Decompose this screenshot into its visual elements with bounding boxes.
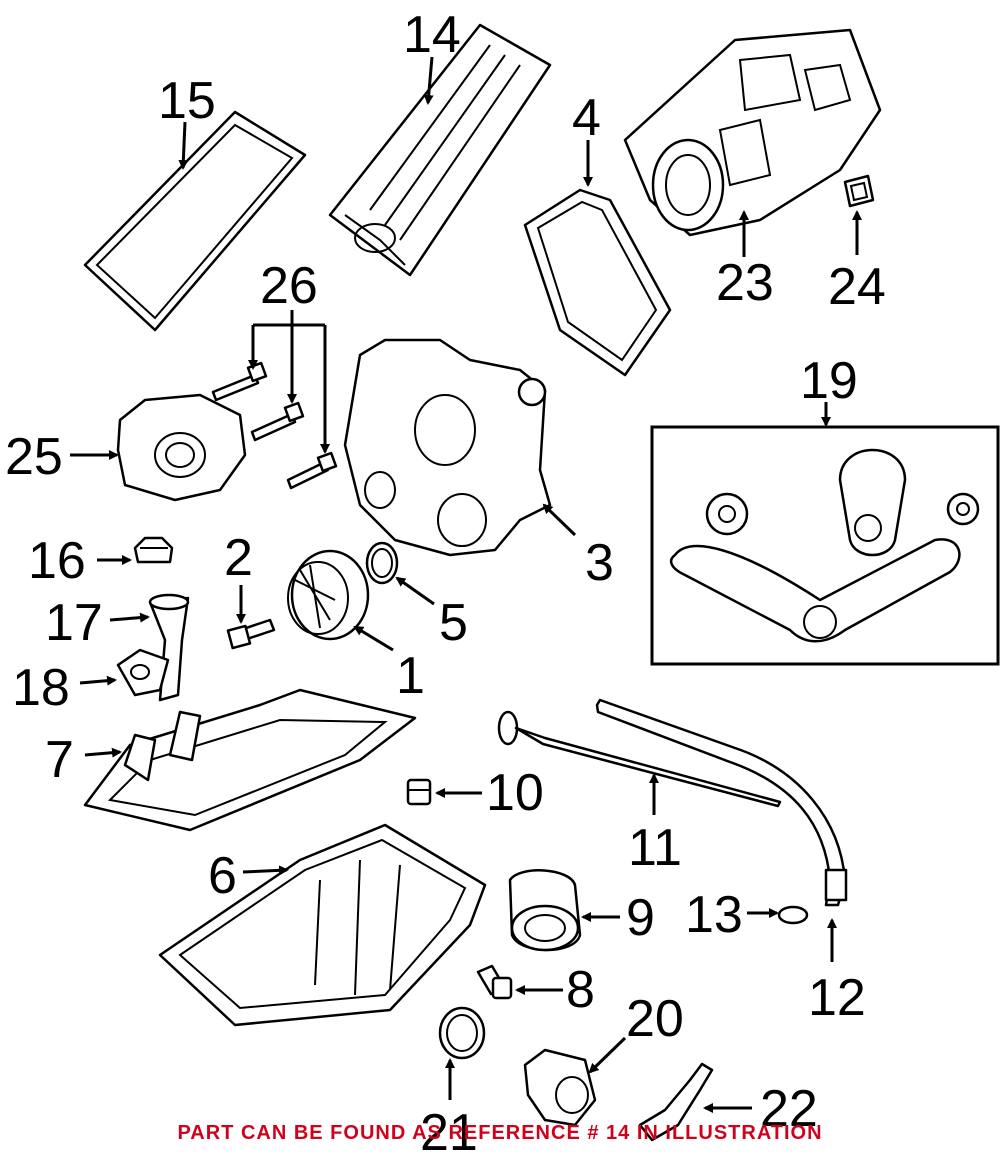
callout-20[interactable]: 20 xyxy=(626,990,684,1048)
callout-22[interactable]: 22 xyxy=(760,1080,818,1138)
part-23-intake-manifold[interactable] xyxy=(623,28,882,237)
part-16-filler-cap[interactable] xyxy=(133,536,174,564)
part-10-drain-plug[interactable] xyxy=(406,778,432,806)
callout-24[interactable]: 24 xyxy=(828,258,886,316)
callout-12[interactable]: 12 xyxy=(808,969,866,1027)
part-21-seal[interactable] xyxy=(438,1006,486,1060)
callout-5[interactable]: 5 xyxy=(439,594,468,652)
part-25-oil-pump[interactable] xyxy=(116,393,247,502)
callout-11[interactable]: 11 xyxy=(628,819,682,877)
part-4-timing-cover-gasket[interactable] xyxy=(523,188,672,377)
part-20-filter-adapter[interactable] xyxy=(523,1048,597,1127)
part-17-filler-tube[interactable] xyxy=(148,593,190,702)
callout-18[interactable]: 18 xyxy=(12,659,70,717)
part-8-sensor[interactable] xyxy=(476,964,513,1000)
part-19-timing-chain-kit[interactable] xyxy=(650,425,1000,666)
callout-19[interactable]: 19 xyxy=(800,352,858,410)
callout-6[interactable]: 6 xyxy=(208,847,237,905)
callout-8[interactable]: 8 xyxy=(566,961,595,1019)
part-1-crankshaft-damper[interactable] xyxy=(287,549,370,641)
callout-25[interactable]: 25 xyxy=(5,428,63,486)
callout-2[interactable]: 2 xyxy=(224,529,253,587)
reference-caption: PART CAN BE FOUND AS REFERENCE # 14 IN I… xyxy=(177,1122,823,1144)
callout-numbers: 14 15 4 23 24 26 19 25 3 2 16 5 17 1 18 … xyxy=(5,6,886,1154)
part-26-bolts[interactable] xyxy=(211,361,338,490)
callout-9[interactable]: 9 xyxy=(626,889,655,947)
callout-26[interactable]: 26 xyxy=(260,257,318,315)
callout-1[interactable]: 1 xyxy=(396,647,425,705)
callout-10[interactable]: 10 xyxy=(486,764,544,822)
callout-15[interactable]: 15 xyxy=(158,72,216,130)
part-3-timing-chain-cover[interactable] xyxy=(343,338,552,557)
callout-4[interactable]: 4 xyxy=(572,89,601,147)
part-7-windage-tray[interactable] xyxy=(83,688,417,832)
part-13-o-ring[interactable] xyxy=(777,905,809,925)
leader-arrows xyxy=(70,56,862,1113)
callout-17[interactable]: 17 xyxy=(45,594,103,652)
part-18-bracket[interactable] xyxy=(116,648,170,697)
part-22-pickup-tube[interactable] xyxy=(638,1062,714,1142)
part-11-dipstick[interactable] xyxy=(497,710,782,808)
part-2-bolt[interactable] xyxy=(226,618,276,650)
callout-14[interactable]: 14 xyxy=(403,6,461,64)
callout-3[interactable]: 3 xyxy=(585,534,614,592)
callout-7[interactable]: 7 xyxy=(45,731,74,789)
part-12-dipstick-tube[interactable] xyxy=(595,698,848,907)
part-5-o-ring[interactable] xyxy=(365,541,399,585)
part-24-seal[interactable] xyxy=(843,174,875,208)
callout-16[interactable]: 16 xyxy=(28,532,86,590)
callout-13[interactable]: 13 xyxy=(685,886,743,944)
callout-21[interactable]: 21 xyxy=(420,1104,478,1154)
callout-23[interactable]: 23 xyxy=(716,254,774,312)
part-9-oil-filter[interactable] xyxy=(508,869,582,952)
part-6-oil-pan[interactable] xyxy=(158,823,487,1027)
